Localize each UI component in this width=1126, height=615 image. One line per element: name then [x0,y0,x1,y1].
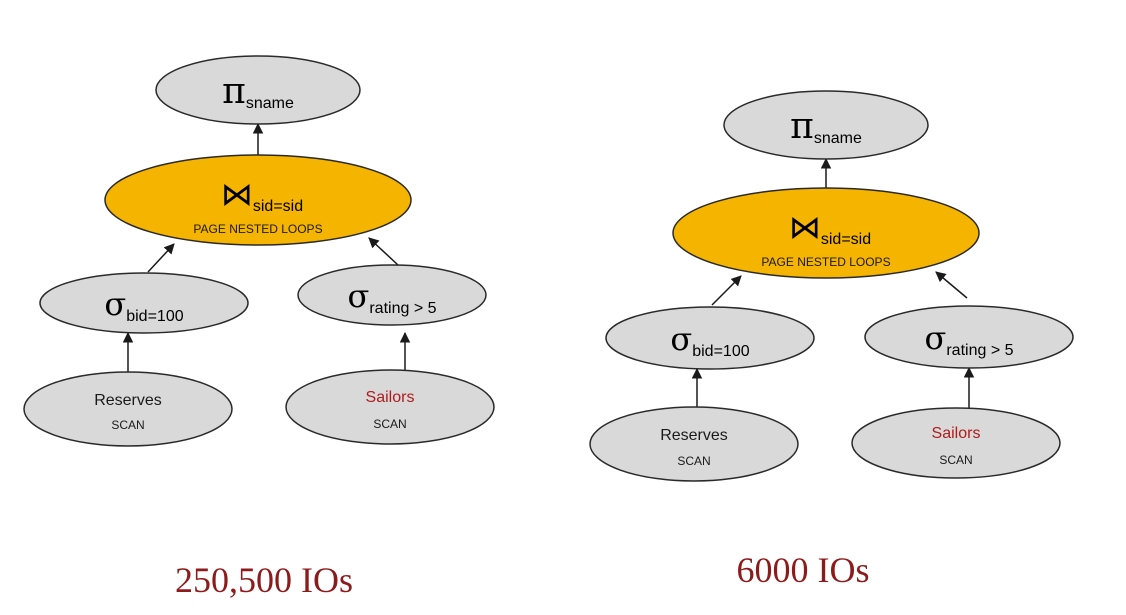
plan-cost: 6000 IOs [737,550,870,590]
select-node-left: σbid=100 [39,272,249,334]
select-symbol: σ [670,320,692,358]
select-node-left: σbid=100 [605,306,815,370]
access-method: SCAN [373,417,406,431]
project-node: πsname [155,55,361,125]
plan-left: πsname ⋈sid=sid PAGE NESTED LOOPS σbid=1… [23,55,495,600]
relation-name: Sailors [932,425,981,442]
select-node-right: σrating > 5 [297,264,487,326]
select-condition: bid=100 [692,343,749,360]
edge-right-select-to-join [368,237,399,266]
project-symbol: π [790,106,814,147]
join-symbol: ⋈ [789,208,821,246]
svg-text:σrating > 5: σrating > 5 [925,319,1014,359]
join-method: PAGE NESTED LOOPS [761,255,890,269]
plan-cost: 250,500 IOs [175,560,353,600]
scan-node-reserves: Reserves SCAN [23,371,233,447]
join-condition: sid=sid [253,198,303,215]
edge-left-select-to-join [147,243,175,273]
join-node: ⋈sid=sid PAGE NESTED LOOPS [104,154,412,246]
project-subscript: sname [814,130,862,147]
scan-node-sailors: Sailors SCAN [285,369,495,445]
project-node: πsname [723,90,929,160]
svg-text:πsname: πsname [790,106,862,147]
join-node: ⋈sid=sid PAGE NESTED LOOPS [672,187,980,279]
access-method: SCAN [111,418,144,432]
access-method: SCAN [939,453,972,467]
select-symbol: σ [925,319,947,357]
join-symbol: ⋈ [221,175,253,213]
svg-text:πsname: πsname [222,71,294,112]
join-method: PAGE NESTED LOOPS [193,222,322,236]
svg-text:⋈sid=sid: ⋈sid=sid [221,175,303,215]
project-subscript: sname [246,95,294,112]
select-condition: rating > 5 [946,342,1013,359]
edge-right-select-to-join [935,271,968,299]
plan-right: πsname ⋈sid=sid PAGE NESTED LOOPS σbid=1… [589,90,1074,590]
select-condition: rating > 5 [369,300,436,317]
select-symbol: σ [348,277,370,315]
svg-text:σrating > 5: σrating > 5 [348,277,437,317]
relation-name: Reserves [94,392,162,409]
project-symbol: π [222,71,246,112]
relation-name: Reserves [660,427,728,444]
select-symbol: σ [104,285,126,323]
edge-left-select-to-join [711,275,742,306]
access-method: SCAN [677,454,710,468]
join-condition: sid=sid [821,231,871,248]
svg-text:σbid=100: σbid=100 [104,285,183,325]
relation-name: Sailors [366,389,415,406]
scan-node-sailors: Sailors SCAN [851,407,1061,479]
select-node-right: σrating > 5 [864,305,1074,369]
scan-node-reserves: Reserves SCAN [589,406,799,482]
svg-text:σbid=100: σbid=100 [670,320,749,360]
svg-text:⋈sid=sid: ⋈sid=sid [789,208,871,248]
select-condition: bid=100 [126,308,183,325]
